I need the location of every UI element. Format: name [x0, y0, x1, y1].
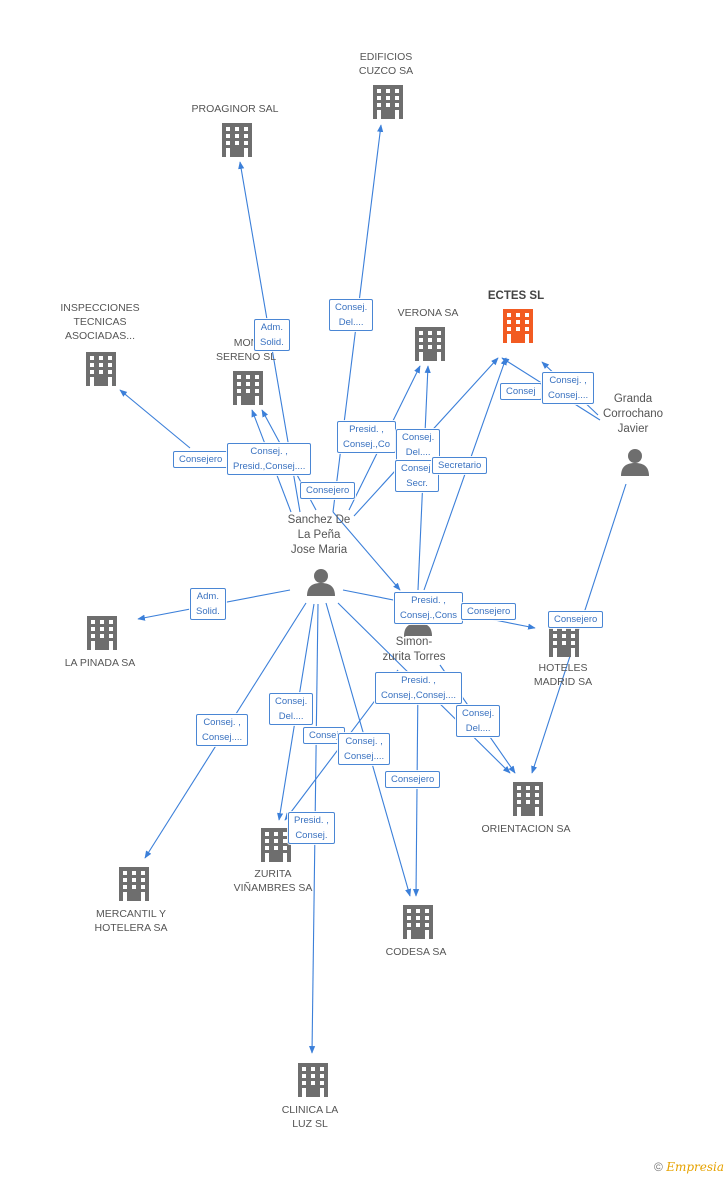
- edge-label[interactable]: Consejero: [548, 611, 604, 628]
- brand-logo[interactable]: Empresia: [666, 1160, 724, 1174]
- edge-label[interactable]: Consejero: [300, 482, 356, 499]
- edge-label[interactable]: Consej. Secr.: [395, 460, 440, 492]
- footer-brand: © Empresia: [654, 1160, 724, 1174]
- edge-label[interactable]: Consejero: [385, 771, 441, 788]
- building-icon-codesa[interactable]: [403, 905, 433, 939]
- edge-label[interactable]: Consej. Del....: [456, 705, 501, 737]
- company-label-lapinada[interactable]: LA PINADA SA: [64, 657, 136, 669]
- person-label-simon[interactable]: Simon- zurita Torres: [382, 636, 446, 663]
- building-icon-inspecciones[interactable]: [86, 352, 116, 386]
- edge-label[interactable]: Consej. , Presid.,Consej....: [227, 443, 312, 475]
- building-icon-verona[interactable]: [415, 327, 445, 361]
- building-icon-clinica[interactable]: [298, 1063, 328, 1097]
- building-icon-hoteles[interactable]: [549, 623, 579, 657]
- edge-granda-to-orientacion: [531, 483, 627, 774]
- person-label-sanchez[interactable]: Sanchez De La Peña Jose Maria: [287, 514, 351, 556]
- person-label-granda[interactable]: Granda Corrochano Javier: [602, 393, 664, 435]
- company-label-monsereno[interactable]: MON SERENO SL: [215, 337, 277, 363]
- copyright-icon: ©: [654, 1160, 663, 1174]
- edge-sanchez-to-inspecciones: [119, 389, 191, 449]
- edge-simon-to-codesa: [412, 679, 420, 897]
- building-icon-ectes[interactable]: [503, 309, 533, 343]
- company-label-proaginor[interactable]: PROAGINOR SAL: [191, 103, 279, 115]
- edge-simon-to-ectes: [423, 357, 507, 591]
- building-icon-mercantil[interactable]: [119, 867, 149, 901]
- company-label-mercantil[interactable]: MERCANTIL Y HOTELERA SA: [94, 908, 168, 934]
- edge-label[interactable]: Adm. Solid.: [254, 319, 290, 351]
- company-label-zurita[interactable]: ZURITA VIÑAMBRES SA: [233, 868, 313, 894]
- company-label-clinica[interactable]: CLINICA LA LUZ SL: [281, 1104, 339, 1130]
- building-icon-orientacion[interactable]: [513, 782, 543, 816]
- edge-label[interactable]: Consejero: [173, 451, 229, 468]
- company-label-hoteles[interactable]: HOTELES MADRID SA: [533, 662, 593, 688]
- edge-label[interactable]: Presid. , Consej.,Cons: [394, 592, 464, 624]
- edge-label[interactable]: Presid. , Consej.: [288, 812, 335, 844]
- company-label-ectes[interactable]: ECTES SL: [487, 290, 545, 302]
- edge-label[interactable]: Consej. , Consej....: [196, 714, 249, 746]
- building-icon-edificios[interactable]: [373, 85, 403, 119]
- company-label-verona[interactable]: VERONA SA: [397, 307, 459, 319]
- building-icon-lapinada[interactable]: [87, 616, 117, 650]
- edge-label[interactable]: Consej. Del....: [329, 299, 374, 331]
- edge-label[interactable]: Adm. Solid.: [190, 588, 226, 620]
- edge-label[interactable]: Consejero: [461, 603, 517, 620]
- person-icon-granda[interactable]: [621, 449, 649, 476]
- person-icon-sanchez[interactable]: [307, 569, 335, 596]
- company-label-inspecciones[interactable]: INSPECCIONES TECNICAS ASOCIADAS...: [60, 302, 140, 342]
- edge-label[interactable]: Presid. , Consej.,Co: [337, 421, 396, 453]
- edge-label[interactable]: Secretario: [432, 457, 488, 474]
- company-label-edificios[interactable]: EDIFICIOS CUZCO SA: [358, 51, 414, 77]
- edge-label[interactable]: Consej. , Consej....: [338, 733, 391, 765]
- edge-label[interactable]: Consej. Del....: [396, 429, 441, 461]
- building-icon-proaginor[interactable]: [222, 123, 252, 157]
- company-label-codesa[interactable]: CODESA SA: [385, 946, 447, 958]
- building-icon-monsereno[interactable]: [233, 371, 263, 405]
- edge-label[interactable]: Presid. , Consej.,Consej....: [375, 672, 462, 704]
- edge-label[interactable]: Consej. Del....: [269, 693, 314, 725]
- building-icon-zurita[interactable]: [261, 828, 291, 862]
- edge-label[interactable]: Consej: [500, 383, 542, 400]
- edge-label[interactable]: Consej. , Consej....: [542, 372, 595, 404]
- edge-sanchez-to-verona: [332, 511, 401, 591]
- company-label-orientacion[interactable]: ORIENTACION SA: [481, 823, 571, 835]
